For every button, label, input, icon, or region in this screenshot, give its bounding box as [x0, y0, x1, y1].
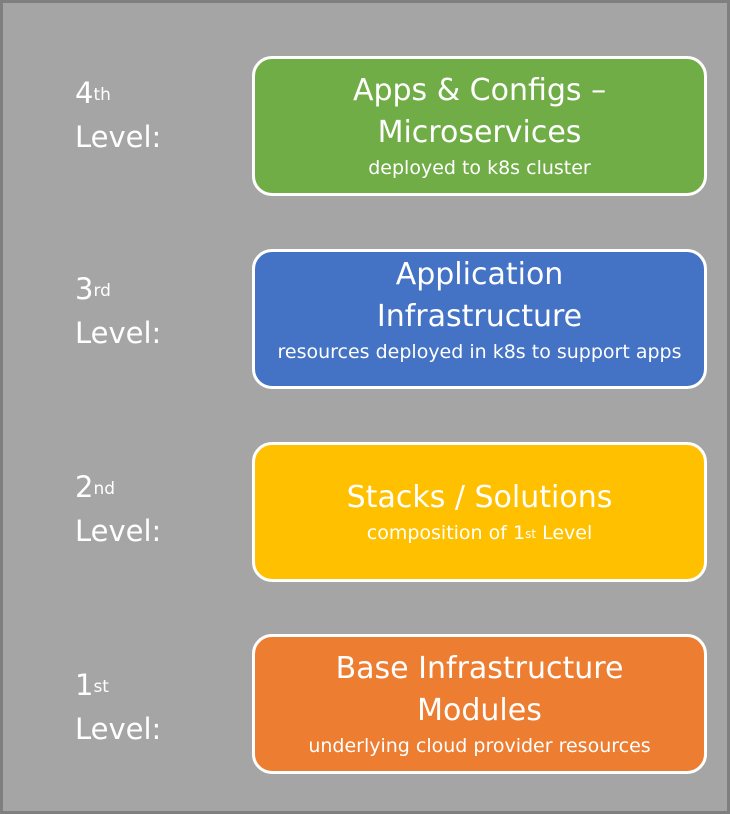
level-1-title-line-2: Modules: [417, 692, 542, 728]
level-3-title-line-1: Application: [395, 257, 564, 292]
level-2-subtitle: composition of 1st Level: [366, 521, 593, 544]
level-3-subtitle: resources deployed in k8s to support app…: [277, 341, 682, 363]
level-label-1: 1st Level:: [75, 668, 162, 746]
level-box-2: Stacks / Solutions composition of 1st Le…: [252, 442, 707, 582]
level-4-title-line-1: Apps & Configs –: [352, 72, 607, 108]
level-2-title: Stacks / Solutions: [346, 479, 613, 515]
level-label-3: 3rd Level:: [75, 272, 162, 350]
level-4-title-line-2: Microservices: [377, 114, 582, 150]
level-box-4: Apps & Configs – Microservices deployed …: [252, 56, 707, 196]
level-label-4: 4th Level:: [75, 76, 162, 154]
level-label-2: 2nd Level:: [75, 470, 162, 548]
level-3-title-line-2: Infrastructure: [376, 299, 583, 334]
level-1-subtitle: underlying cloud provider resources: [308, 734, 651, 757]
level-box-1: Base Infrastructure Modules underlying c…: [252, 634, 707, 774]
level-1-title-line-1: Base Infrastructure: [335, 650, 624, 686]
level-4-subtitle: deployed to k8s cluster: [368, 156, 591, 179]
level-box-3: Application Infrastructure resources dep…: [252, 249, 707, 389]
